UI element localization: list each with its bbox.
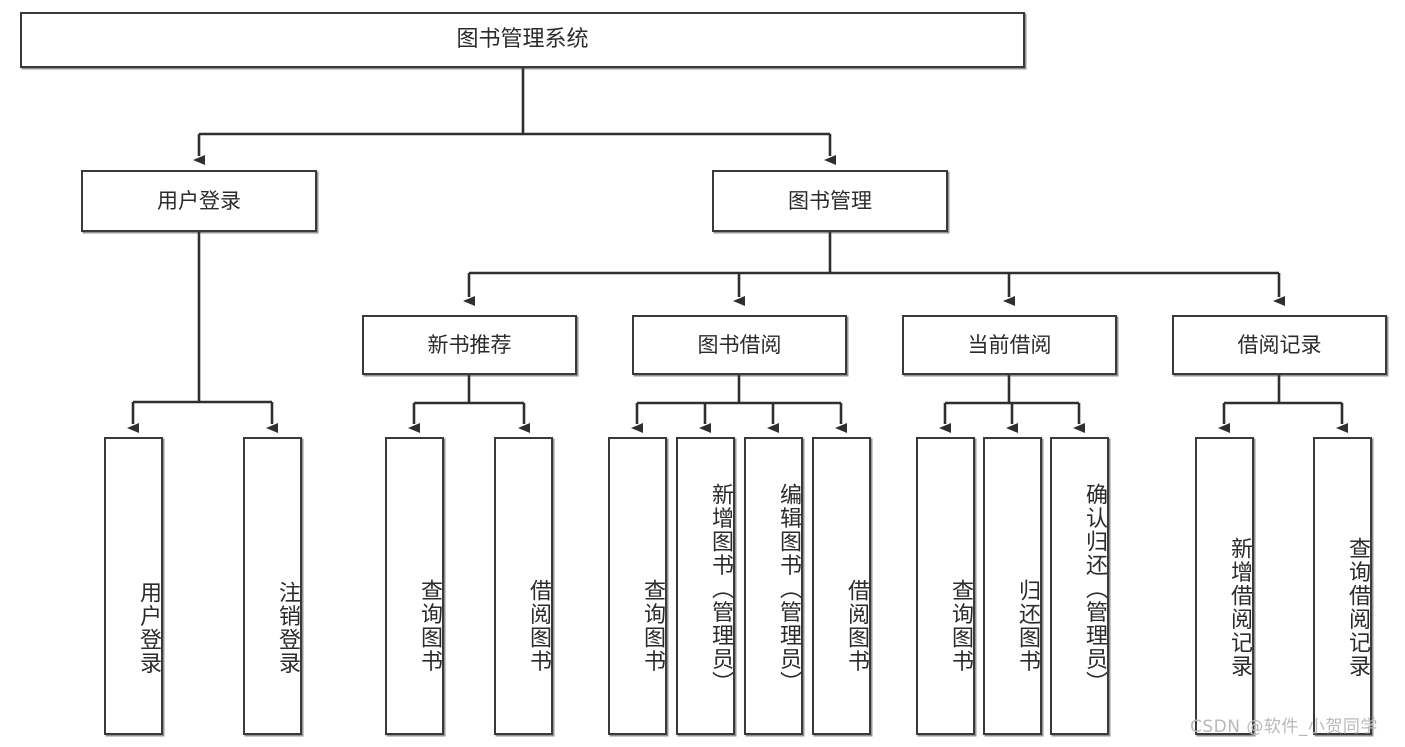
leaf-return-book[interactable]: 归还图书 [983,437,1042,735]
node-label: 借阅图书 [526,579,551,673]
node-label: 查询图书 [640,579,665,673]
leaf-query-book-2[interactable]: 查询图书 [608,437,667,735]
leaf-logout-login[interactable]: 注销登录 [243,437,302,735]
leaf-query-borrow-record[interactable]: 查询借阅记录 [1313,437,1372,735]
leaf-add-borrow-record[interactable]: 新增借阅记录 [1195,437,1254,735]
node-label: 图书管理系统 [456,27,589,53]
node-label: 当前借阅 [967,332,1052,357]
leaf-query-book-1[interactable]: 查询图书 [385,437,444,735]
node-label: 归还图书 [1015,579,1040,673]
leaf-query-book-3[interactable]: 查询图书 [916,437,975,735]
node-borrow-record[interactable]: 借阅记录 [1172,315,1387,375]
node-label: 查询图书 [948,579,973,673]
node-new-book-recommend[interactable]: 新书推荐 [362,315,577,375]
node-book-borrow[interactable]: 图书借阅 [632,315,847,375]
node-label: 查询图书 [417,579,442,673]
node-root[interactable]: 图书管理系统 [20,12,1025,68]
leaf-borrow-book-1[interactable]: 借阅图书 [494,437,553,735]
node-user-login[interactable]: 用户登录 [81,170,317,232]
node-label: 确认归还（管理员） [1082,483,1107,695]
node-label: 编辑图书（管理员） [776,483,801,695]
node-label: 新增借阅记录 [1227,536,1252,678]
node-label: 新书推荐 [427,332,512,357]
node-book-manage[interactable]: 图书管理 [712,170,948,232]
node-label: 新增图书（管理员） [708,483,733,695]
node-label: 借阅图书 [844,579,869,673]
leaf-confirm-return[interactable]: 确认归还（管理员） [1050,437,1109,735]
node-label: 用户登录 [157,188,241,213]
node-label: 查询借阅记录 [1345,536,1370,678]
leaf-user-login[interactable]: 用户登录 [104,437,163,735]
node-current-borrow[interactable]: 当前借阅 [902,315,1117,375]
node-label: 图书借阅 [697,332,782,357]
node-label: 图书管理 [788,188,872,213]
node-label: 借阅记录 [1237,332,1322,357]
node-label: 注销登录 [275,581,300,675]
leaf-edit-book[interactable]: 编辑图书（管理员） [744,437,803,735]
leaf-borrow-book-2[interactable]: 借阅图书 [812,437,871,735]
leaf-add-book[interactable]: 新增图书（管理员） [676,437,735,735]
node-label: 用户登录 [136,581,161,675]
